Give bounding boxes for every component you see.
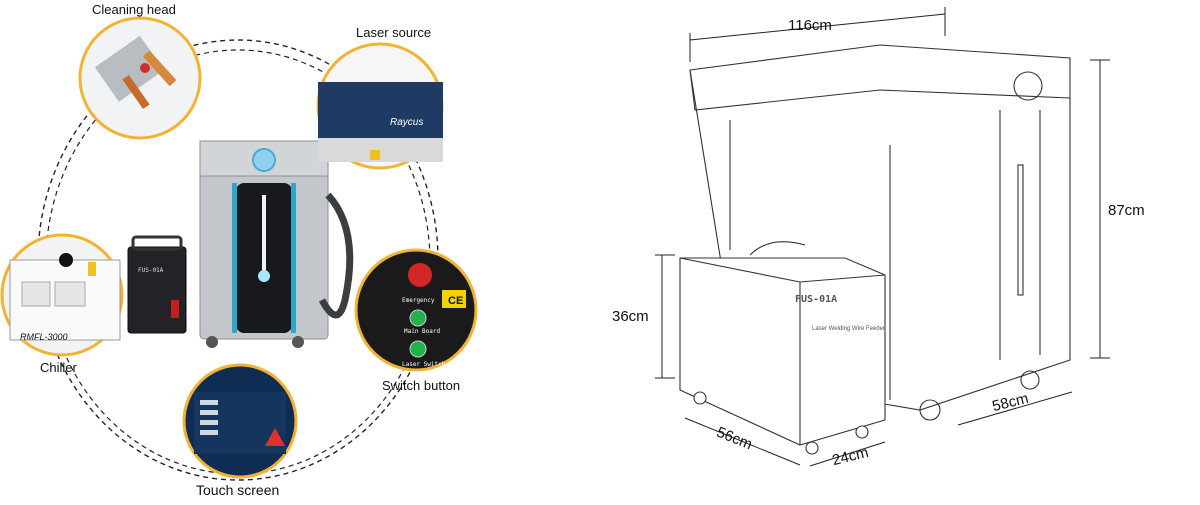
dimension-line-feeder-width [684, 417, 801, 466]
dimension-label-feeder-height: 36cm [612, 308, 649, 325]
touch-screen-warning-icon [265, 428, 285, 446]
laser-warning-icon [370, 150, 380, 160]
main-unit-logo-icon [1013, 71, 1043, 101]
wire-feeder-drawing-model: FUS-01A [795, 294, 837, 305]
dimension-line-feeder-depth [809, 441, 886, 467]
callout-label-cleaning-head: Cleaning head [92, 2, 176, 17]
wire-feeder-outline [679, 241, 886, 455]
touch-screen-field [200, 430, 218, 435]
main-unit-outline [689, 44, 1071, 421]
emergency-stop-button-icon [408, 263, 432, 287]
cleaning-head-housing [94, 35, 164, 102]
cleaning-head-red-knob-icon [140, 63, 150, 73]
cleaning-head-nozzle [122, 74, 150, 110]
touch-screen-field [200, 410, 218, 415]
wire-feeder-caster-icon [855, 425, 869, 439]
chiller-label-plate [21, 281, 51, 307]
product-overview-illustration: FUS-01A Raycus RMFL-3000 [0, 16, 478, 481]
dimension-line-depth [957, 391, 1073, 426]
wire-feeder-red-indicator [171, 300, 179, 318]
caster-wheel-icon [292, 336, 304, 348]
laser-welding-machine [199, 140, 354, 348]
main-unit-caster-icon [919, 399, 941, 421]
cleaning-gun-cable [318, 192, 354, 319]
wire-feeder-caster-icon [693, 391, 707, 405]
wire-feeder-handle [131, 235, 183, 251]
wire-feeder-body [127, 246, 187, 334]
dimension-line-width [689, 13, 946, 41]
ce-mark-plate [442, 290, 466, 308]
dimension-drawing-panel: FUS-01A Laser Welding Wire Feeder 116cm … [600, 0, 1200, 500]
wire-feeder-drawing-subtitle: Laser Welding Wire Feeder [812, 326, 885, 332]
callout-laser-source: Raycus [316, 42, 444, 170]
wire-feeder-body-outline [679, 257, 886, 446]
main-unit-light-bar [1017, 164, 1024, 296]
emergency-label: Emergency [402, 297, 435, 304]
chiller-model-label: RMFL-3000 [20, 332, 68, 342]
laser-switch-label: Laser Switch [402, 361, 446, 368]
caster-wheel-icon [206, 336, 218, 348]
callout-label-touch-screen: Touch screen [196, 482, 280, 498]
main-board-button-icon [409, 309, 427, 327]
wire-feeder-model-label: FUS-01A [138, 267, 164, 274]
cleaning-head-nozzle [142, 50, 177, 87]
machine-logo-icon [252, 148, 276, 172]
accent-strip-left [232, 183, 237, 333]
main-unit-top-edge [689, 69, 1071, 111]
dimension-line-drawing: FUS-01A Laser Welding Wire Feeder [655, 7, 1110, 467]
chiller-knob-icon [59, 253, 73, 267]
callout-chiller: RMFL-3000 [0, 233, 124, 357]
wire-feeder-handle [749, 241, 806, 256]
ce-mark: CE [448, 295, 463, 307]
wire-feeder-caster-icon [805, 441, 819, 455]
main-unit-caster-icon [1020, 370, 1040, 390]
callout-label-switch-button: Switch button [382, 378, 461, 393]
laser-source-brand: Raycus [390, 117, 423, 128]
touch-screen-field [200, 420, 218, 425]
dimension-lines [655, 7, 1110, 467]
dimension-label-height: 87cm [1108, 202, 1145, 219]
callout-switch-button: CE Emergency Main Board Laser Switch [354, 248, 478, 372]
center-light-bar [262, 195, 266, 275]
laser-source-base [318, 138, 443, 162]
callout-cleaning-head [78, 16, 202, 140]
chiller-indicator [88, 262, 96, 276]
accent-strip-right [291, 183, 296, 333]
chiller-label-plate [54, 281, 86, 307]
center-light-glow [258, 270, 270, 282]
dimension-label-width: 116cm [788, 17, 832, 34]
callout-label-laser-source: Laser source [356, 25, 432, 40]
callout-touch-screen [182, 363, 298, 479]
wire-feeder-unit: FUS-01A [127, 235, 187, 334]
laser-switch-button-icon [409, 340, 427, 358]
main-board-label: Main Board [404, 328, 441, 335]
touch-screen-field [200, 400, 218, 405]
callout-label-chiller: Chiller [40, 360, 77, 375]
product-overview-panel: FUS-01A Raycus RMFL-3000 [0, 0, 600, 500]
laser-source-unit [318, 82, 443, 138]
